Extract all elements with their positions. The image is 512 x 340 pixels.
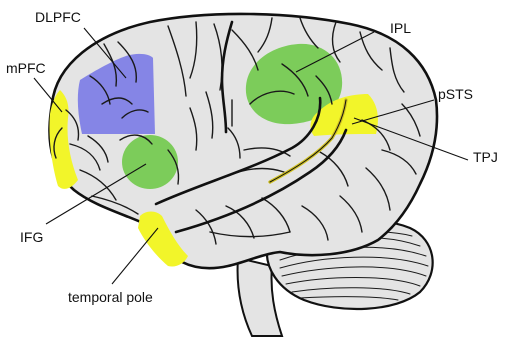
label-ipl: IPL bbox=[390, 20, 411, 36]
label-ifg: IFG bbox=[20, 229, 43, 245]
ifg-region bbox=[122, 135, 178, 189]
label-tpj: TPJ bbox=[473, 149, 498, 165]
label-psts: pSTS bbox=[438, 86, 473, 102]
label-temporal-pole: temporal pole bbox=[68, 289, 153, 305]
label-dlpfc: DLPFC bbox=[35, 9, 81, 25]
label-mpfc: mPFC bbox=[6, 60, 46, 76]
